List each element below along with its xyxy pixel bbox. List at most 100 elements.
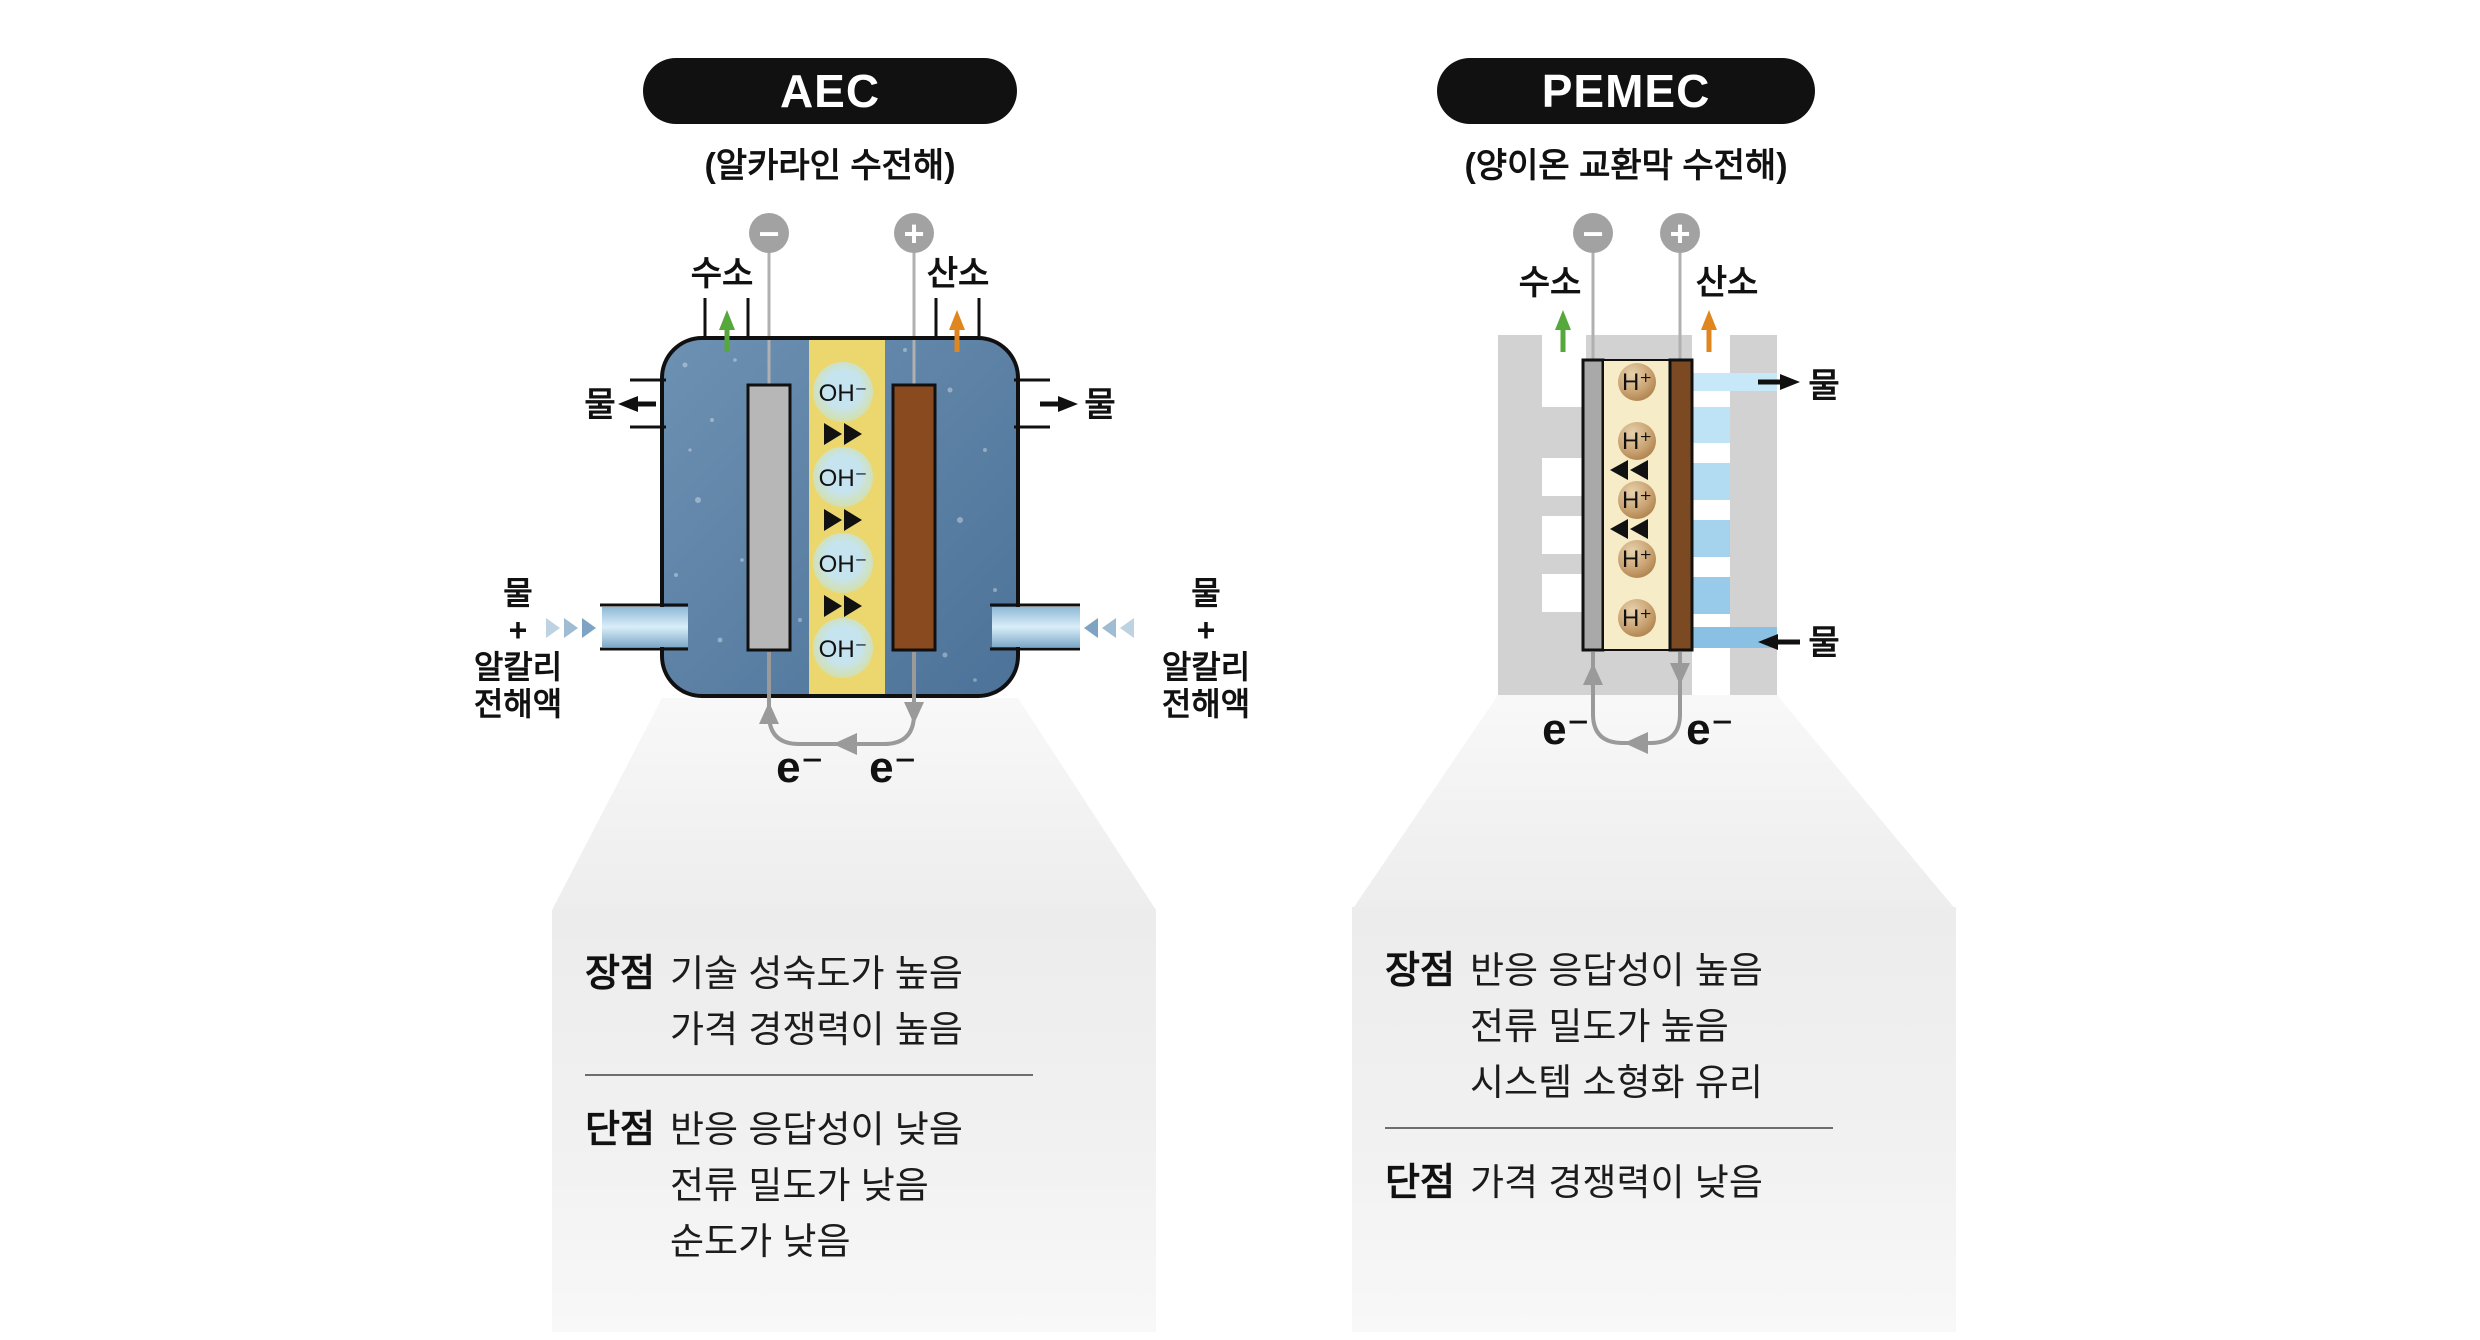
aec-inlet-pipe-left — [602, 607, 688, 647]
pemec-title-pill: PEMEC — [1437, 58, 1815, 124]
proton-ion-label: H⁺ — [1622, 605, 1652, 632]
aec-gas-vents — [703, 298, 981, 336]
aec-funnel-shape — [552, 698, 1156, 910]
aec-water-ports — [630, 378, 1050, 429]
aec-water-right-label: 물 — [1084, 386, 1115, 424]
aec-water-left-label: 물 — [584, 386, 615, 424]
aec-inlet-pipe-right — [992, 607, 1080, 647]
ion-flow-right-arrows — [824, 423, 862, 617]
aec-oxygen-label: 산소 — [927, 255, 990, 293]
pemec-plus-terminal-icon — [1660, 213, 1700, 253]
aec-tank-interior — [674, 338, 997, 696]
aec-plus-terminal-icon — [894, 213, 934, 253]
aec-electrolyte-label-left: 물 + 알칼리 전해액 — [474, 575, 562, 722]
electrolyte-line: 알칼리 — [474, 649, 562, 685]
pemec-pros-row: 장점 반응 응답성이 높음 전류 밀도가 높음 시스템 소형화 유리 — [1385, 943, 1956, 1111]
aec-cons-item: 순도가 낮음 — [670, 1221, 851, 1262]
aec-cons-row: 단점 반응 응답성이 낮음 전류 밀도가 낮음 순도가 낮음 — [585, 1102, 1156, 1270]
aec-diaphragm-membrane — [809, 338, 885, 696]
pemec-diagram: H⁺ H⁺ H⁺ H⁺ H⁺ 수소 산소 — [1498, 213, 1840, 754]
aec-pros-item: 가격 경쟁력이 높음 — [670, 1009, 963, 1050]
oxygen-up-arrow — [1701, 310, 1717, 352]
pemec-cathode-electrode — [1581, 358, 1605, 652]
proton-ion-label: H⁺ — [1622, 546, 1652, 573]
pemec-minus-symbol: − — [1582, 213, 1603, 254]
water-out-right-arrow — [1040, 396, 1078, 412]
pemec-proton-exchange-membrane — [1602, 359, 1671, 651]
aec-cons-item: 전류 밀도가 낮음 — [670, 1165, 929, 1206]
electrolyte-line: 알칼리 — [1162, 649, 1250, 685]
aec-plus-symbol: + — [903, 213, 924, 254]
hydroxide-ion-label: OH⁻ — [819, 636, 868, 663]
aec-title: AEC — [779, 65, 881, 117]
pemec-subtitle: (양이온 교환막 수전해) — [1464, 147, 1788, 185]
aec-summary-card: 장점 기술 성숙도가 높음 가격 경쟁력이 높음 단점 반응 응답성이 낮음 전… — [552, 910, 1156, 1332]
electrolyte-line: 전해액 — [474, 686, 562, 722]
electrolyte-line: + — [1197, 612, 1216, 648]
aec-terminal-leads — [767, 250, 916, 390]
pemec-water-out-arrow — [1758, 374, 1800, 390]
electrolyte-inflow-arrows-right — [1084, 618, 1134, 638]
pemec-water-in-label: 물 — [1808, 624, 1839, 662]
pemec-left-flow-channels — [1542, 333, 1586, 612]
pemec-water-in-arrow — [1758, 634, 1800, 650]
pemec-pros-label: 장점 — [1385, 950, 1455, 992]
aec-pros-label: 장점 — [585, 953, 655, 995]
aec-anode-electrode — [891, 383, 937, 652]
aec-minus-symbol: − — [758, 213, 779, 254]
aec-minus-terminal-icon — [749, 213, 789, 253]
pemec-cons-item: 가격 경쟁력이 낮음 — [1470, 1162, 1763, 1203]
aec-inlet-port-lines — [600, 603, 1080, 651]
pemec-cons-row: 단점 가격 경쟁력이 낮음 — [1385, 1155, 1956, 1211]
aec-cons-label: 단점 — [585, 1109, 655, 1151]
electrolyte-line: 전해액 — [1162, 686, 1250, 722]
pemec-pros-item: 전류 밀도가 높음 — [1470, 1006, 1729, 1047]
aec-hydrogen-label: 수소 — [691, 255, 754, 293]
oxygen-up-arrow — [949, 310, 965, 352]
pemec-minus-terminal-icon — [1573, 213, 1613, 253]
pemec-funnel-shape — [1352, 695, 1956, 907]
aec-bubble-speckles — [674, 348, 997, 682]
ion-flow-left-arrows — [1610, 460, 1648, 539]
aec-subtitle: (알카라인 수전해) — [704, 147, 956, 185]
pemec-title: PEMEC — [1541, 65, 1711, 117]
pemec-pros-item: 시스템 소형화 유리 — [1470, 1062, 1763, 1103]
pemec-water-out-label: 물 — [1808, 367, 1839, 405]
pemec-terminal-leads — [1591, 250, 1682, 368]
aec-card-divider — [585, 1074, 1033, 1076]
pemec-cons-label: 단점 — [1385, 1162, 1455, 1204]
hydroxide-ion-label: OH⁻ — [819, 551, 868, 578]
aec-pros-item: 기술 성숙도가 높음 — [670, 953, 963, 994]
pemec-bipolar-plates — [1498, 335, 1777, 695]
aec-electrolyte-label-right: 물 + 알칼리 전해액 — [1162, 575, 1250, 722]
proton-ion-label: H⁺ — [1622, 369, 1652, 396]
hydrogen-up-arrow — [719, 310, 735, 352]
water-out-left-arrow — [618, 396, 656, 412]
pemec-pros-item: 반응 응답성이 높음 — [1470, 950, 1763, 991]
pemec-proton-ions: H⁺ H⁺ H⁺ H⁺ H⁺ — [1618, 363, 1656, 637]
electrolyte-line: + — [509, 612, 528, 648]
pemec-plus-symbol: + — [1669, 213, 1690, 254]
proton-ion-label: H⁺ — [1622, 428, 1652, 455]
hydrogen-up-arrow — [1555, 310, 1571, 352]
aec-hydroxide-ions: OH⁻ OH⁻ OH⁻ OH⁻ — [813, 362, 873, 678]
pemec-summary-card: 장점 반응 응답성이 높음 전류 밀도가 높음 시스템 소형화 유리 단점 가격… — [1352, 907, 1956, 1332]
aec-tank-outline — [660, 336, 1020, 698]
electrolyte-inflow-arrows-left — [546, 618, 596, 638]
hydroxide-ion-label: OH⁻ — [819, 380, 868, 407]
pemec-hydrogen-label: 수소 — [1519, 264, 1582, 302]
proton-ion-label: H⁺ — [1622, 487, 1652, 514]
pemec-right-water-channels — [1692, 373, 1777, 648]
aec-pros-row: 장점 기술 성숙도가 높음 가격 경쟁력이 높음 — [585, 946, 1156, 1058]
aec-tank — [662, 338, 1018, 696]
electrolyte-line: 물 — [1191, 575, 1220, 611]
hydroxide-ion-label: OH⁻ — [819, 465, 868, 492]
pemec-oxygen-label: 산소 — [1696, 264, 1759, 302]
aec-title-pill: AEC — [643, 58, 1017, 124]
aec-cathode-electrode — [746, 383, 792, 652]
pemec-anode-electrode — [1668, 358, 1694, 652]
electrolyte-line: 물 — [503, 575, 532, 611]
pemec-card-divider — [1385, 1127, 1833, 1129]
